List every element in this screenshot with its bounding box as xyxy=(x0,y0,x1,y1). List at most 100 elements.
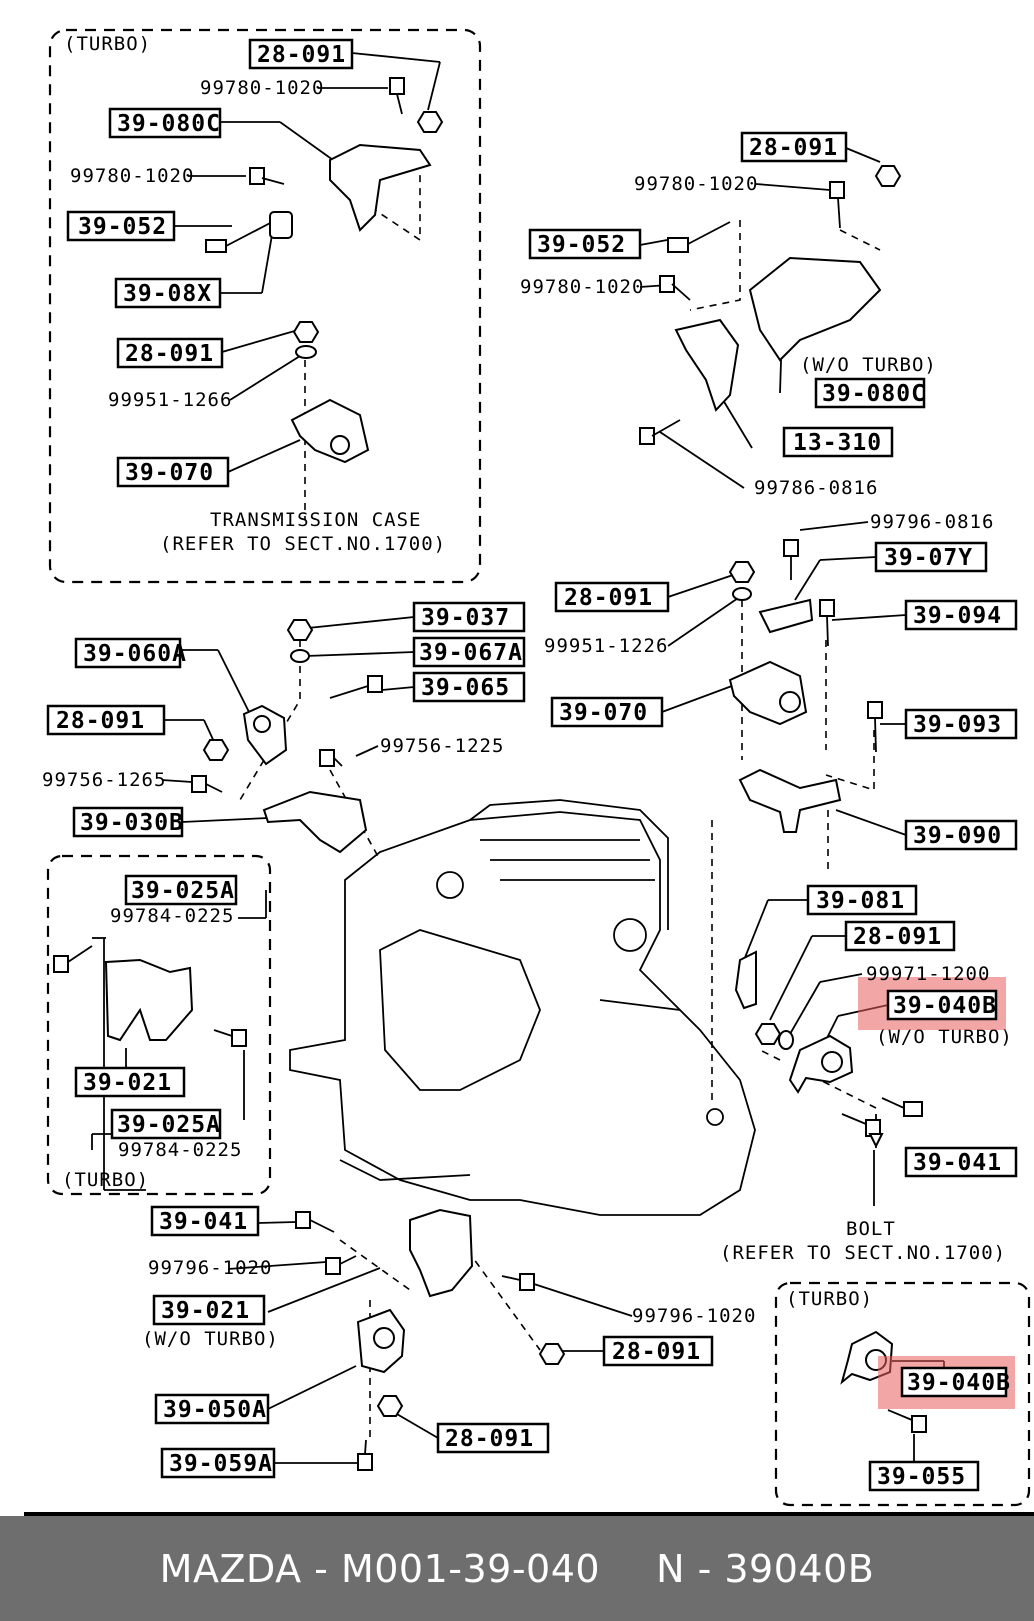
bracket-39-021-left xyxy=(104,958,194,1042)
bolt-39-052-top xyxy=(205,219,277,253)
bushing-39-08x xyxy=(269,211,293,239)
bracket-13-310 xyxy=(674,318,740,412)
bolt-icon-13 xyxy=(501,1273,535,1291)
nut-icon-1 xyxy=(416,111,444,133)
bolt-icon-5 xyxy=(639,419,681,445)
bolt-icon-7 xyxy=(319,749,343,767)
label-r-39-090: 39-090 xyxy=(913,823,1002,849)
turbo-label-left: (TURBO) xyxy=(62,1169,149,1191)
turbo-label-top: (TURBO) xyxy=(64,33,151,55)
label-tl-39-080c: 39-080C xyxy=(117,111,221,137)
pn-r-99796-0816: 99796-0816 xyxy=(870,511,994,533)
turbo-group-frame-left xyxy=(46,854,272,1196)
label-m-39-060a: 39-060A xyxy=(83,641,187,667)
bolt-39-055 xyxy=(887,1409,927,1433)
part-labels: 28-091 39-080C 39-052 39-08X 28-091 39-0… xyxy=(46,38,1018,1492)
bolt-39-059a xyxy=(357,1439,373,1471)
label-m-39-030b: 39-030B xyxy=(80,810,184,836)
label-tr-28-091: 28-091 xyxy=(749,135,838,161)
parts-drawing xyxy=(53,77,927,1471)
bolt-icon-12 xyxy=(325,1255,357,1275)
bolt-icon-2 xyxy=(249,167,285,185)
nut-icon-7 xyxy=(754,1023,782,1045)
washer-icon-4 xyxy=(778,1030,794,1050)
label-r-39-070: 39-070 xyxy=(559,700,648,726)
part-numbers: 99780-1020 99780-1020 99951-1266 99780-1… xyxy=(42,77,994,1327)
pn-b-99796-a: 99796-1020 xyxy=(148,1257,272,1279)
bolt-icon-8 xyxy=(191,775,223,793)
label-tr-39-052: 39-052 xyxy=(537,232,626,258)
label-b-28-091: 28-091 xyxy=(612,1339,701,1365)
pn-b-99796-b: 99796-1020 xyxy=(632,1305,756,1327)
nut-icon-4 xyxy=(728,561,756,583)
pn-tl-99780-a: 99780-1020 xyxy=(200,77,324,99)
label-b-39-050a: 39-050A xyxy=(163,1397,267,1423)
label-tl-39-070: 39-070 xyxy=(125,460,214,486)
label-b-39-059a: 39-059A xyxy=(169,1451,273,1477)
turbo-label-right: (TURBO) xyxy=(786,1288,873,1310)
alternate-part-number: N - 39040B xyxy=(656,1546,875,1591)
bolt-icon-10 xyxy=(213,1029,247,1047)
label-m-39-067a: 39-067A xyxy=(419,640,523,666)
bolt-icon-9 xyxy=(53,945,93,973)
label-r-28-091: 28-091 xyxy=(564,585,653,611)
bracket-39-080c-top xyxy=(329,143,432,232)
bracket-39-090 xyxy=(738,768,842,833)
bolt-icon-4 xyxy=(659,275,691,301)
label-m-39-065: 39-065 xyxy=(421,675,510,701)
refer-sect-note-bottom: (REFER TO SECT.NO.1700) xyxy=(720,1242,1006,1264)
bolt-icon-1 xyxy=(389,77,405,115)
pn-r-99951-1226: 99951-1226 xyxy=(544,635,668,657)
bracket-39-07y xyxy=(758,598,814,634)
pn-m-99756-a: 99756-1225 xyxy=(380,735,504,757)
pn-m-99756-b: 99756-1265 xyxy=(42,769,166,791)
turbo-group-frame-right xyxy=(774,1281,1031,1507)
label-tr-39-080c: 39-080C xyxy=(822,381,926,407)
label-r-39-093: 39-093 xyxy=(913,712,1002,738)
part-number-footer: MAZDA - M001-39-040 N - 39040B xyxy=(0,1516,1034,1621)
refer-sect-note-top: (REFER TO SECT.NO.1700) xyxy=(160,533,446,555)
turbo-group-frame-top xyxy=(48,28,482,584)
wo-turbo-note-080c: (W/O TURBO) xyxy=(800,354,937,376)
bolt-39-041-right xyxy=(881,1097,923,1117)
label-tl-39-052: 39-052 xyxy=(78,214,167,240)
bracket-39-081 xyxy=(734,950,757,1010)
pn-r-99971: 99971-1200 xyxy=(866,963,990,985)
bolt-39-065 xyxy=(329,675,383,699)
label-tl-39-08x: 39-08X xyxy=(123,281,212,307)
bolt-icon-3 xyxy=(829,181,845,229)
nut-icon-6 xyxy=(202,739,230,761)
pn-tl-99780-b: 99780-1020 xyxy=(70,165,194,187)
bracket-39-021-bottom xyxy=(409,1208,474,1298)
wo-turbo-note-040b: (W/O TURBO) xyxy=(876,1026,1013,1048)
label-l-39-025a-b: 39-025A xyxy=(117,1112,221,1138)
label-m-28-091: 28-091 xyxy=(56,708,145,734)
label-r-39-081: 39-081 xyxy=(816,888,905,914)
engine-mount-parts-diagram: (TURBO) (TURBO) (TURBO) TRANSMISSION CAS… xyxy=(24,28,1034,1516)
nut-icon-9 xyxy=(376,1395,404,1417)
engine-block xyxy=(289,799,756,1216)
transmission-case-note: TRANSMISSION CASE xyxy=(210,509,421,531)
mount-39-070-top xyxy=(290,398,370,464)
label-r-39-040b: 39-040B xyxy=(893,993,997,1019)
bolt-note: BOLT xyxy=(846,1218,896,1240)
bracket-39-080c-right xyxy=(748,256,882,362)
bolt-icon-11 xyxy=(841,1113,881,1137)
pn-tr-99786: 99786-0816 xyxy=(754,477,878,499)
washer-icon-2 xyxy=(732,587,752,601)
bolt-icon-6 xyxy=(783,539,799,580)
washer-icon-1 xyxy=(295,345,317,359)
mount-39-040b xyxy=(788,1034,854,1094)
label-b-39-021: 39-021 xyxy=(161,1298,250,1324)
label-l-39-021: 39-021 xyxy=(83,1070,172,1096)
pn-l-99784-b: 99784-0225 xyxy=(118,1139,242,1161)
mount-39-070-right xyxy=(728,660,808,726)
label-tl-28-091-b: 28-091 xyxy=(125,341,214,367)
label-br-39-055: 39-055 xyxy=(877,1464,966,1490)
pn-tr-99780-b: 99780-1020 xyxy=(520,276,644,298)
pn-l-99784-a: 99784-0225 xyxy=(110,905,234,927)
label-b-28-091-b: 28-091 xyxy=(445,1426,534,1452)
label-m-39-037: 39-037 xyxy=(421,605,510,631)
mount-39-050a xyxy=(356,1308,406,1374)
connector-lines xyxy=(91,52,945,1464)
